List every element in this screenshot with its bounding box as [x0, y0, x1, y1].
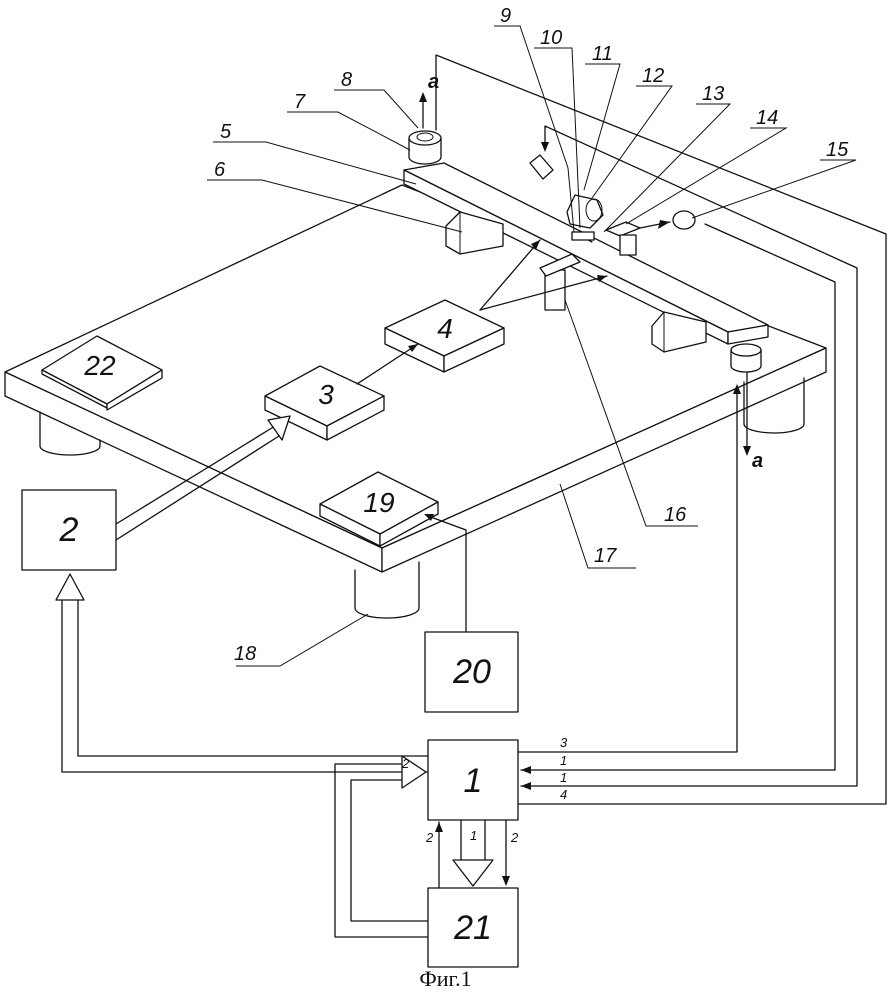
signal-1-right-b: 1 [560, 770, 567, 785]
callout-16: 16 [664, 504, 687, 526]
block-21: 21 [428, 888, 518, 967]
callout-7: 7 [294, 91, 306, 113]
block-22-label: 22 [83, 350, 116, 381]
signal-1-down: 1 [470, 828, 477, 843]
callout-15: 15 [826, 139, 849, 161]
callout-14: 14 [756, 107, 778, 129]
callout-8: 8 [341, 69, 352, 91]
signal-3-right: 3 [560, 735, 568, 750]
block-20: 20 [425, 632, 518, 712]
section-mark-bottom: a [752, 450, 763, 472]
callout-18: 18 [234, 643, 256, 665]
block-2-label: 2 [59, 511, 79, 549]
callout-12: 12 [642, 65, 664, 87]
signal-2-left: 2 [401, 756, 410, 771]
figure-caption: Фиг.1 [0, 966, 891, 992]
block-19-label: 19 [363, 487, 394, 518]
signal-2-down-left: 2 [425, 830, 434, 845]
callout-5: 5 [220, 121, 232, 143]
section-mark-top: a [428, 71, 439, 93]
block-3-label: 3 [318, 379, 334, 410]
callout-9: 9 [500, 5, 511, 27]
block-1: 1 [428, 740, 518, 820]
block-20-label: 20 [452, 653, 491, 691]
signal-1-right-a: 1 [560, 753, 567, 768]
block-2: 2 [22, 490, 116, 570]
callout-11: 11 [592, 43, 613, 65]
block-1-label: 1 [464, 762, 483, 800]
callout-13: 13 [702, 83, 724, 105]
block-4-label: 4 [437, 313, 453, 344]
callout-6: 6 [214, 159, 226, 181]
block-21-label: 21 [453, 909, 492, 947]
signal-4-right: 4 [560, 787, 567, 802]
callout-17: 17 [594, 545, 617, 567]
callout-10: 10 [540, 27, 562, 49]
signal-2-down-right: 2 [510, 830, 519, 845]
